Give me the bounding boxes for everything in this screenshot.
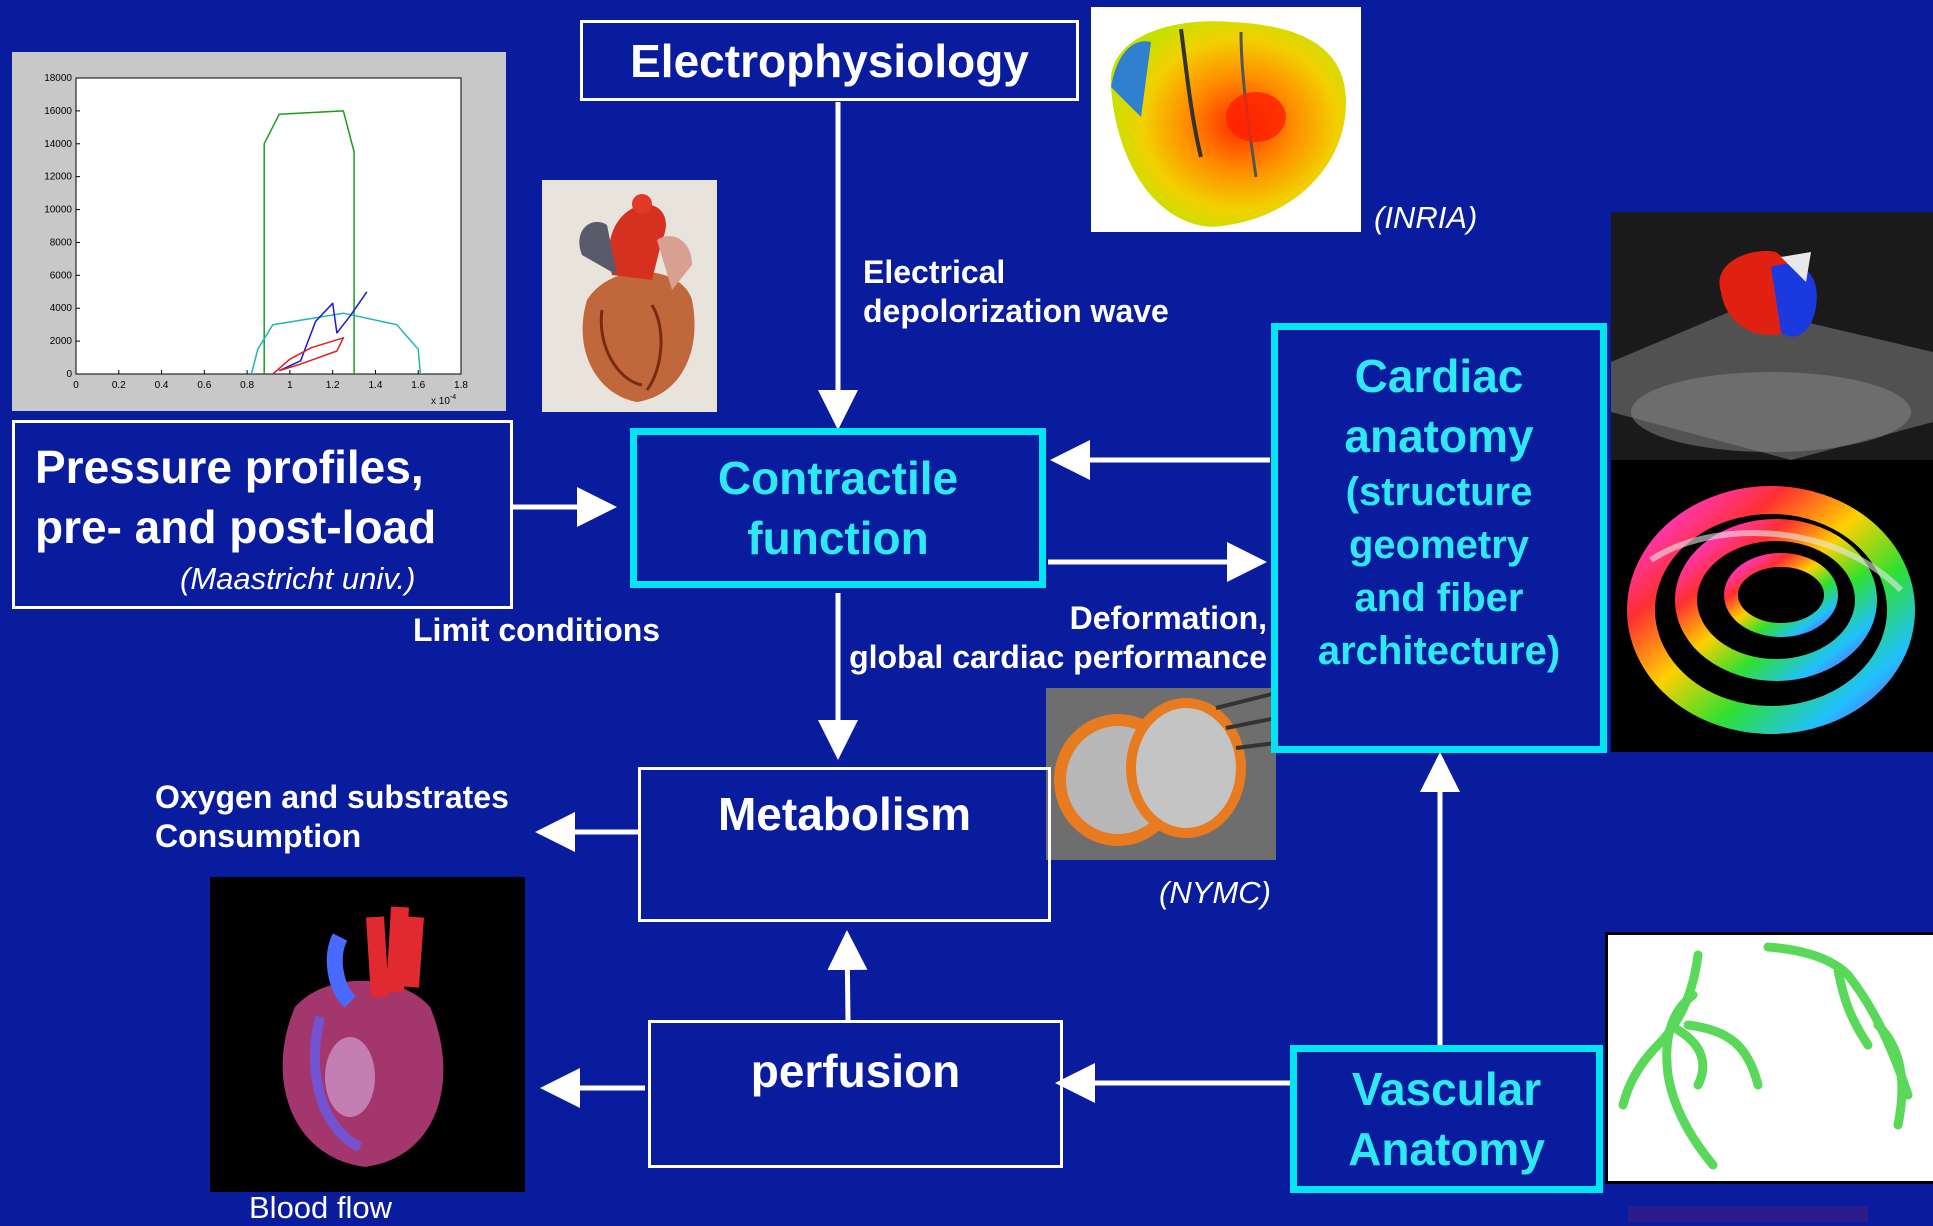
y-tick-label: 2000 [50, 336, 73, 347]
x-tick-label: 0.6 [197, 380, 211, 391]
electrical-label-line1: Electrical [863, 253, 1169, 292]
vascular-tree-image [1605, 932, 1933, 1184]
pressure-title-line2: pre- and post-load [35, 497, 436, 557]
oxygen-label-line1: Oxygen and substrates [155, 778, 509, 817]
electrophysiology-title: Electrophysiology [630, 34, 1029, 88]
cardiac-cross-section-image [1046, 688, 1276, 860]
y-tick-label: 8000 [50, 237, 73, 248]
limit-conditions-label: Limit conditions [413, 611, 660, 650]
pressure-credit: (Maastricht univ.) [180, 561, 415, 597]
perfusion-title: perfusion [751, 1043, 961, 1099]
x-tick-label: 1.4 [368, 380, 382, 391]
y-tick-label: 6000 [50, 270, 73, 281]
deformation-label-line2: global cardiac performance [836, 638, 1267, 677]
cardiac-title-line3: (structure [1346, 466, 1533, 519]
blood-flow-label: Blood flow [249, 1190, 392, 1226]
electrophysiology-box: Electrophysiology [580, 20, 1079, 101]
pv-chart-svg: 0 0.2 0.4 0.6 0.8 1 1.2 1.4 1.6 1.8 0 2000 4000 6000 8… [12, 52, 506, 411]
deformation-label-line1: Deformation, [836, 599, 1267, 638]
anatomical-heart-image [542, 180, 717, 412]
nymc-credit: (NYMC) [1159, 875, 1271, 911]
pressure-profiles-box: Pressure profiles, pre- and post-load (M… [12, 420, 513, 609]
oxygen-consumption-label: Oxygen and substrates Consumption [155, 778, 509, 856]
cardiac-anatomy-box: Cardiac anatomy (structure geometry and … [1271, 323, 1607, 753]
contractile-function-box: Contractile function [630, 428, 1046, 588]
vascular-title-line2: Anatomy [1348, 1119, 1545, 1179]
x-tick-label: 0.2 [112, 380, 126, 391]
plot-area [76, 78, 461, 374]
vascular-anatomy-box: Vascular Anatomy [1290, 1045, 1603, 1193]
x-tick-label: 0 [73, 380, 79, 391]
arrow-perfusion-to-metabolism [847, 935, 848, 1020]
y-tick-label: 16000 [44, 106, 72, 117]
contractile-title-line2: function [747, 508, 928, 568]
x-tick-label: 1.8 [454, 380, 468, 391]
cardiac-title-line1: Cardiac [1355, 346, 1524, 406]
contractile-title-line1: Contractile [718, 448, 958, 508]
x-tick-label: 1.2 [326, 380, 340, 391]
pressure-title-line1: Pressure profiles, [35, 437, 424, 497]
metabolism-box: Metabolism [638, 767, 1051, 922]
x-multiplier-label: x 10-4 [431, 394, 456, 407]
cardiac-title-line6: architecture) [1318, 625, 1560, 678]
pressure-volume-chart: 0 0.2 0.4 0.6 0.8 1 1.2 1.4 1.6 1.8 0 2000 4000 6000 8… [12, 52, 506, 411]
x-tick-label: 1 [287, 380, 293, 391]
y-tick-label: 10000 [44, 205, 72, 216]
y-tick-label: 0 [66, 369, 72, 380]
x-multiplier-exponent: -4 [450, 394, 456, 401]
vascular-title-line1: Vascular [1352, 1059, 1541, 1119]
deformation-label: Deformation, global cardiac performance [836, 599, 1267, 677]
oxygen-label-line2: Consumption [155, 817, 509, 856]
x-tick-label: 0.8 [240, 380, 254, 391]
y-tick-label: 12000 [44, 172, 72, 183]
x-tick-label: 1.6 [411, 380, 425, 391]
cardiac-mri-image [1611, 212, 1933, 460]
electrical-wave-label: Electrical depolorization wave [863, 253, 1169, 331]
blood-flow-heart-image [210, 877, 525, 1192]
y-tick-label: 4000 [50, 303, 73, 314]
cardiac-title-line4: geometry [1349, 519, 1529, 572]
electrophysiology-map-image [1091, 7, 1361, 232]
y-tick-label: 14000 [44, 139, 72, 150]
logo-fragment [1628, 1206, 1868, 1222]
inria-credit: (INRIA) [1374, 200, 1477, 236]
fiber-architecture-image [1611, 460, 1933, 752]
metabolism-title: Metabolism [718, 786, 971, 842]
electrical-label-line2: depolorization wave [863, 292, 1169, 331]
cardiac-title-line2: anatomy [1344, 406, 1533, 466]
perfusion-box: perfusion [648, 1020, 1063, 1168]
x-tick-label: 0.4 [155, 380, 169, 391]
y-tick-label: 18000 [44, 73, 72, 84]
cardiac-title-line5: and fiber [1355, 572, 1524, 625]
